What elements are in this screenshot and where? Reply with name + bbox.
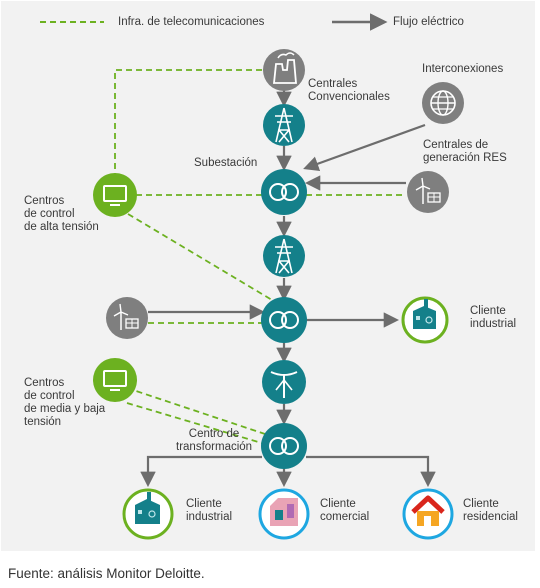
cliente-industrial-2-label: Cliente industrial [186, 498, 233, 523]
cliente-residencial-label: Cliente residencial [463, 498, 518, 523]
cliente-industrial-1-label: Cliente industrial [470, 305, 517, 330]
globe-icon [422, 82, 464, 124]
renewables-icon [407, 171, 449, 213]
telecom-lines [114, 69, 406, 445]
monitor-icon [93, 173, 137, 217]
transformer-icon [261, 423, 307, 469]
source-note: Fuente: análisis Monitor Deloitte. [8, 566, 205, 581]
transformer-icon [261, 297, 307, 343]
house-icon [402, 488, 454, 540]
factory-icon [401, 296, 449, 344]
factory-icon [122, 488, 174, 540]
monitor-icon [93, 358, 137, 402]
centros-alta-label: Centros de control de alta tensión [24, 195, 99, 233]
centro-transformacion-label: Centro de transformación [176, 428, 253, 453]
interconexiones-label: Interconexiones [422, 63, 504, 75]
legend-flow-label: Flujo eléctrico [393, 16, 464, 28]
power-plant-icon [263, 49, 305, 91]
cliente-comercial-label: Cliente comercial [320, 498, 370, 523]
shop-icon [258, 488, 310, 540]
legend-telecom-label: Infra. de telecomunicaciones [118, 16, 265, 28]
tower-icon [263, 104, 305, 146]
subestacion-label: Subestación [194, 157, 258, 169]
renewables-icon [106, 297, 148, 339]
flow-lines [140, 90, 436, 488]
centros-media-label: Centros de control de media y baja tensi… [24, 377, 106, 428]
centrales-res-label: Centrales de generación RES [423, 139, 507, 164]
transformer-icon [261, 169, 307, 215]
tower-icon [263, 235, 305, 277]
centrales-convencionales-label: Centrales Convencionales [308, 78, 390, 103]
distribution-pole-icon [262, 360, 306, 404]
